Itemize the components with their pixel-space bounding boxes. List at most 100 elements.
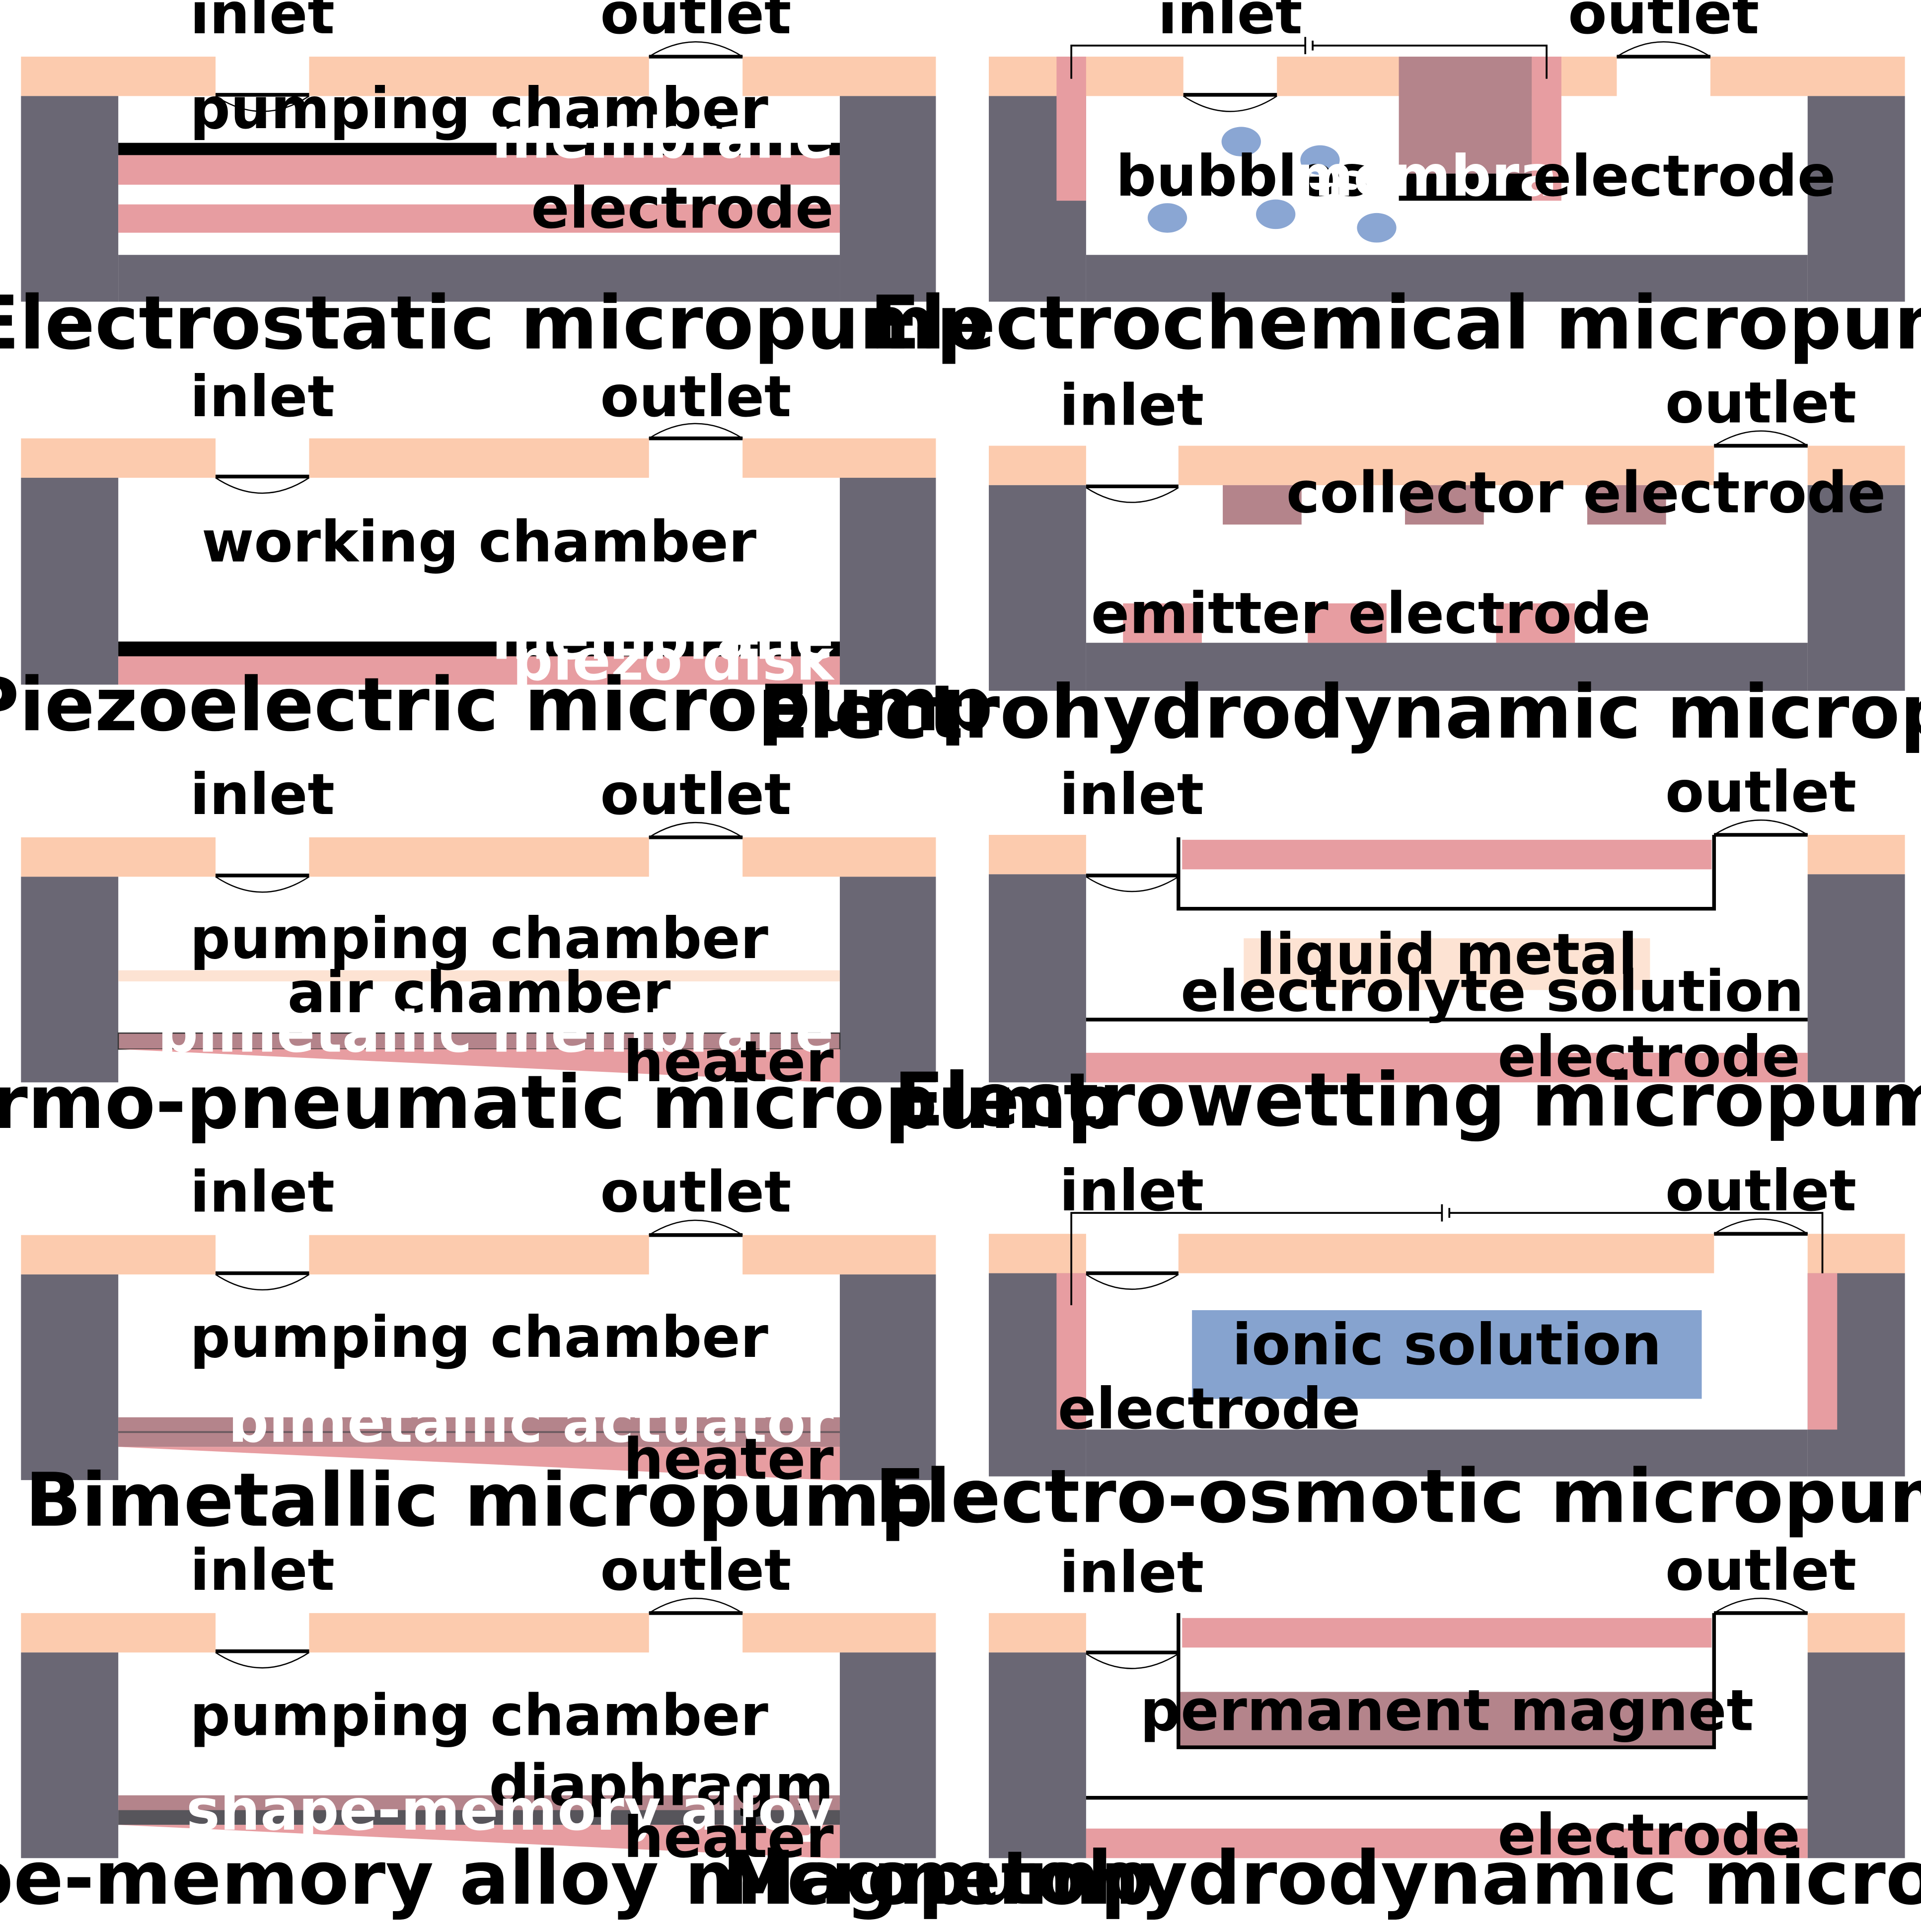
membrane xyxy=(118,143,840,155)
channel-outline xyxy=(1177,1613,1716,1749)
lid xyxy=(742,438,936,478)
panel-title: Electrostatic micropump xyxy=(0,281,989,367)
floor xyxy=(1086,643,1808,691)
wall xyxy=(21,1652,119,1858)
wall xyxy=(989,1652,1086,1858)
panel-title: Electrowetting micropump xyxy=(894,1057,1921,1143)
wall xyxy=(21,96,119,302)
permanent-magnet xyxy=(1178,1692,1714,1746)
bimetallic-panel: inlet outlet pumping chamber bimetallic … xyxy=(21,1159,936,1544)
electrostatic-panel: inlet outlet pumping chamber membrane el… xyxy=(0,0,989,367)
magnetohydrodynamic-panel: inlet outlet permanent magnet electrode … xyxy=(722,1537,1921,1922)
wall xyxy=(840,1274,936,1481)
lid xyxy=(21,57,216,96)
wall xyxy=(21,1274,119,1481)
lid xyxy=(309,57,649,96)
inlet-valve-arc xyxy=(1086,1274,1179,1290)
bubble xyxy=(1147,203,1187,233)
wall xyxy=(840,1652,936,1858)
liquid-metal-label: liquid metal xyxy=(1256,921,1637,987)
thermopneumatic-panel: inlet outlet pumping chamber air chamber… xyxy=(0,761,1120,1146)
heater xyxy=(118,1825,840,1858)
lid xyxy=(989,834,1086,875)
inlet-label: inlet xyxy=(1059,372,1204,438)
outlet-valve-arc xyxy=(1713,1598,1808,1614)
electrode-label: electrode xyxy=(1497,1802,1800,1868)
electrode-right xyxy=(1807,1273,1838,1430)
lid xyxy=(1178,1234,1714,1273)
membrane-label: bimetallic membrane xyxy=(157,999,833,1065)
inlet-valve-arc xyxy=(1086,1653,1179,1669)
inlet-label: inlet xyxy=(1059,1158,1204,1224)
heater xyxy=(118,1447,840,1481)
membrane-label: membrane xyxy=(492,606,833,672)
inlet-label: inlet xyxy=(190,0,335,47)
panel-title: Electrochemical micropump xyxy=(870,281,1921,367)
wall xyxy=(840,96,936,302)
shape-memory-alloy xyxy=(118,1810,840,1825)
inlet-valve-arc xyxy=(215,876,310,893)
electrohydrodynamic-panel: inlet outlet collector electrode emitter… xyxy=(758,370,1921,755)
piezoelectric-panel: inlet outlet working chamber membrane pi… xyxy=(0,364,993,748)
bimetallic-membrane xyxy=(117,1032,841,1050)
outlet-label: outlet xyxy=(600,1537,791,1603)
outlet-label: outlet xyxy=(1665,1158,1856,1224)
chamber-label: pumping chamber xyxy=(190,1304,768,1370)
wall xyxy=(989,874,1086,1083)
electrode-top xyxy=(118,155,840,185)
panel-title: Electrohydrodynamic micropump xyxy=(758,669,1921,755)
collector-electrode xyxy=(1587,485,1666,525)
electrochemical-panel: inlet outlet bubbles membrane electrode … xyxy=(870,0,1921,367)
outlet-valve-arc xyxy=(1713,819,1808,836)
bubble xyxy=(1357,213,1397,243)
electrode-label: electrode xyxy=(1533,143,1836,209)
chamber-label: pumping chamber xyxy=(190,75,768,142)
inlet-valve-arc xyxy=(215,1274,310,1291)
inlet-valve-arc xyxy=(215,477,310,494)
emitter-electrode xyxy=(1123,603,1202,643)
collector-label: collector electrode xyxy=(1286,459,1886,525)
lid xyxy=(989,1234,1086,1273)
outlet-valve-arc xyxy=(649,423,743,439)
heater xyxy=(118,1049,840,1083)
lid xyxy=(742,57,936,96)
chamber-label: working chamber xyxy=(202,509,756,575)
bubble xyxy=(1256,199,1296,229)
electroosmotic-panel: inlet outlet ionic solution electrode El… xyxy=(875,1158,1921,1540)
inlet-valve-arc xyxy=(215,1652,310,1669)
alloy-label: shape-memory alloy xyxy=(186,1777,834,1843)
piezo-label: piezo disk xyxy=(513,627,835,693)
outlet-label: outlet xyxy=(600,364,791,430)
panel-title: Piezoelectric micropump xyxy=(0,662,993,748)
top-electrode xyxy=(1182,1618,1712,1648)
circuit-wire xyxy=(1070,44,1548,79)
air-chamber-label: air chamber xyxy=(288,960,671,1026)
panel-title: Thermo-pneumatic micropump xyxy=(0,1060,1120,1146)
lid xyxy=(989,1613,1086,1653)
ionic-solution xyxy=(1192,1310,1702,1399)
membrane-bar xyxy=(1399,173,1532,201)
bottom-electrode xyxy=(1086,1828,1808,1858)
lid xyxy=(742,1613,936,1653)
floor xyxy=(1086,1429,1808,1477)
lid xyxy=(309,1235,649,1275)
chamber-label: pumping chamber xyxy=(190,905,768,971)
electrowetting-panel: inlet outlet liquid metal electrolyte so… xyxy=(894,759,1921,1143)
diaphragm-label: diaphragm xyxy=(489,1753,834,1819)
lid xyxy=(21,1613,216,1653)
electrode-label: electrode xyxy=(1058,1376,1360,1442)
bubbles-label: bubbles xyxy=(1116,143,1369,209)
bubble xyxy=(1300,145,1340,175)
lid xyxy=(742,1235,936,1275)
lid xyxy=(21,1235,216,1275)
outlet-valve-arc xyxy=(1616,41,1711,58)
piezo-disk xyxy=(118,656,840,685)
wall xyxy=(989,485,1086,691)
panel-title: Shape-memory alloy micropump xyxy=(0,1836,1153,1922)
emitter-label: emitter electrode xyxy=(1091,580,1651,646)
wall xyxy=(1807,874,1905,1083)
outlet-label: outlet xyxy=(1665,759,1856,825)
outlet-valve-arc xyxy=(649,41,743,58)
magnet-label: permanent magnet xyxy=(1140,1677,1754,1743)
